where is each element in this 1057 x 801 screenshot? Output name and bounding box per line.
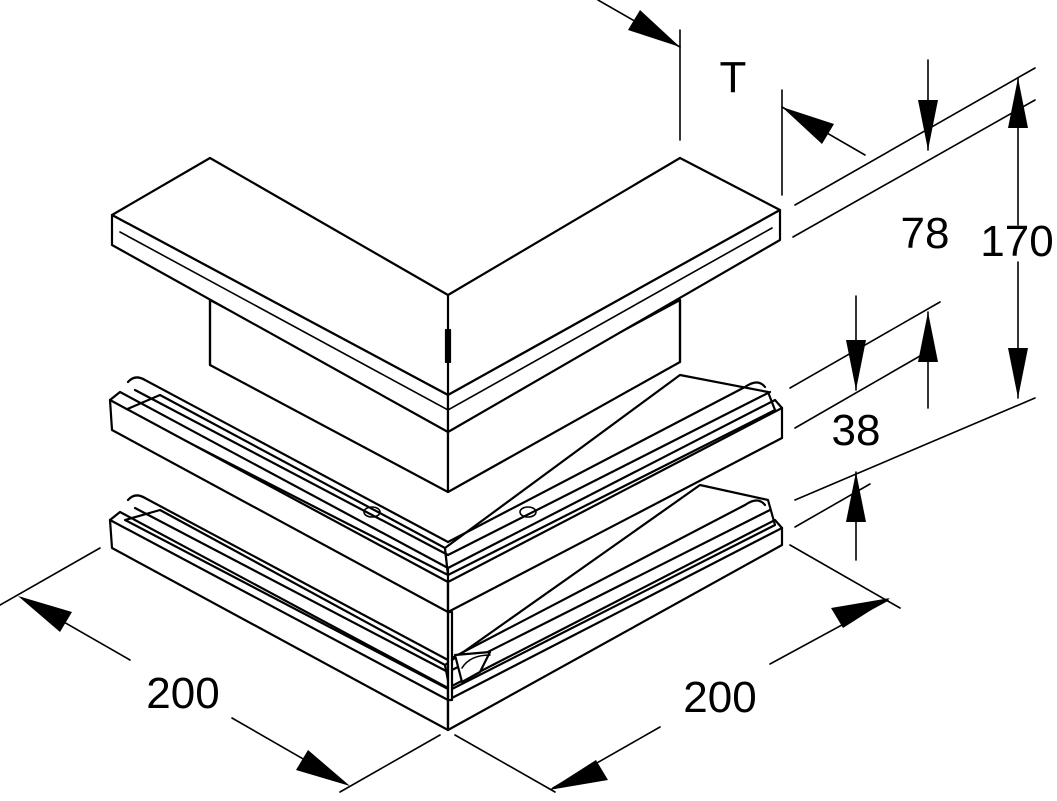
dimension-height-total — [1008, 77, 1028, 399]
label-thickness: T — [720, 53, 747, 102]
bottom-tray-left-lip — [126, 494, 450, 662]
dimension-height-top — [918, 59, 938, 409]
middle-tray-right-lip — [446, 381, 767, 544]
label-height-total: 170 — [980, 217, 1053, 266]
cover-rim-right — [446, 208, 782, 434]
bottom-tray — [108, 483, 784, 732]
dimension-thickness — [597, 0, 866, 196]
top-cover — [110, 156, 782, 494]
middle-tray-left-lip — [126, 376, 450, 544]
height-extension-lines — [789, 67, 1036, 528]
corner-connector — [446, 610, 454, 702]
middle-tray-right-inner — [443, 373, 777, 577]
label-width-right: 200 — [683, 673, 756, 722]
dimension-width-right — [454, 544, 901, 793]
label-height-top: 78 — [901, 209, 950, 258]
label-height-gap: 38 — [832, 406, 881, 455]
label-width-left: 200 — [146, 669, 219, 718]
bottom-tray-right-lip — [446, 499, 767, 662]
dimension-width-left — [0, 547, 441, 793]
bottom-tray-right-inner — [443, 483, 777, 692]
dimension-height-gap — [846, 295, 866, 561]
